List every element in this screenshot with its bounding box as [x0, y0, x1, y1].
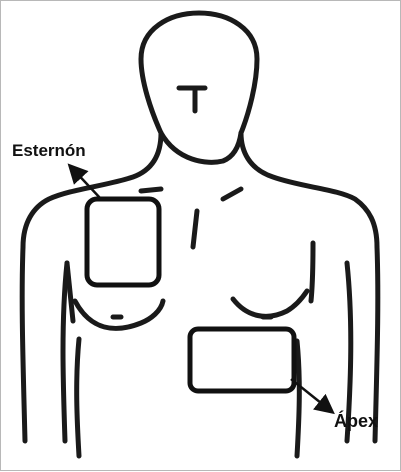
sternum-label: Esternón — [12, 142, 86, 159]
left-arm-inner — [63, 263, 67, 441]
sternum-pointer-arrow — [71, 167, 101, 199]
right-collarbone — [223, 189, 241, 199]
nose-mark — [179, 88, 205, 111]
apex-electrode-pad — [190, 329, 294, 391]
left-arm-outer — [22, 247, 25, 441]
right-torso-side — [297, 341, 299, 456]
right-pectoral — [233, 291, 307, 316]
right-lower-line — [311, 243, 313, 301]
left-lower-line — [67, 263, 73, 321]
left-torso-side — [77, 339, 79, 456]
right-shoulder-line — [241, 133, 377, 247]
chin-line — [161, 133, 241, 162]
head-outline — [141, 13, 257, 133]
sternum-electrode-pad — [87, 199, 159, 285]
apex-label: Ápex — [334, 412, 378, 430]
sternum-mark — [193, 211, 197, 247]
left-collarbone — [141, 189, 161, 191]
